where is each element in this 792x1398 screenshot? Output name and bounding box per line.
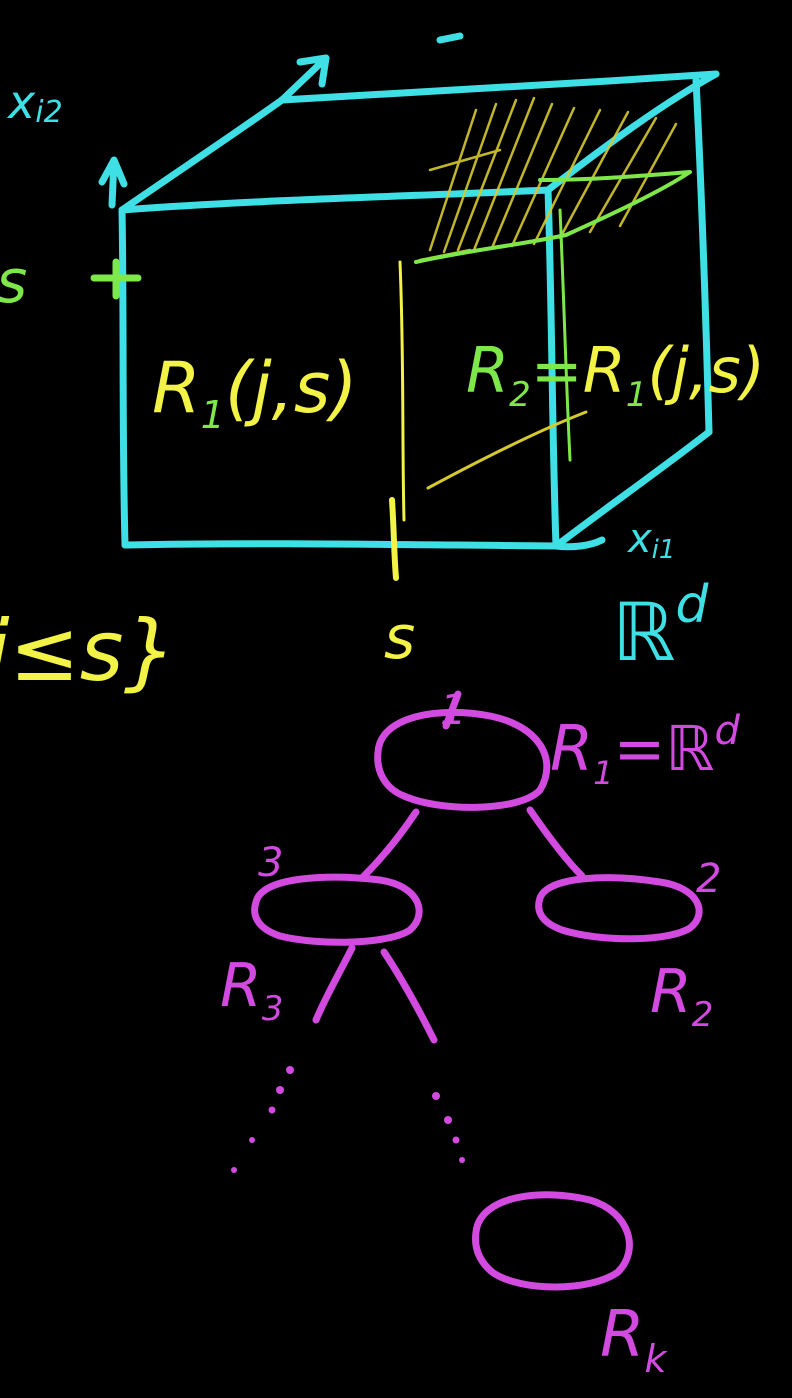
leaf-node — [472, 1191, 633, 1291]
split-line-bottom-tick — [389, 497, 399, 581]
axis-x1-label: xi1 — [626, 516, 675, 565]
partition-tree — [251, 690, 703, 1291]
split-line-front — [398, 260, 406, 522]
root-number-stroke — [442, 690, 462, 730]
left-split-label: s — [0, 247, 27, 317]
edge-root-right — [526, 806, 586, 880]
edge-root-left — [358, 808, 420, 882]
right-child-node — [535, 874, 703, 943]
left-child-label: R3 — [220, 951, 283, 1029]
split-plane-vertical — [558, 208, 572, 462]
split-plane-top — [414, 170, 692, 264]
axis-x2-label: xi2 — [6, 75, 63, 130]
root-label: R1=ℝd — [550, 708, 741, 792]
box-bottom-right-edge — [552, 428, 713, 550]
axis-depth-arrow — [278, 54, 330, 104]
box-front-bottom-edge — [121, 540, 564, 550]
bottom-split-label: s — [384, 603, 415, 673]
axis-x1-tick — [552, 536, 606, 551]
right-region-label: R2=R1(j,s) — [466, 334, 765, 415]
split-diagonal — [426, 410, 588, 490]
root-node — [374, 708, 551, 811]
right-child-number: 2 — [696, 856, 721, 902]
root-number: 1 — [440, 685, 467, 734]
box-back-right-edge — [692, 76, 713, 436]
edge-left-down-left — [312, 944, 356, 1024]
edge-left-down-right — [380, 948, 438, 1044]
right-child-label: R2 — [650, 957, 713, 1035]
box-top-left-edge — [118, 96, 286, 214]
left-region-label: R1(j,s) — [152, 347, 358, 437]
box-front-left-edge — [118, 206, 129, 549]
box-back-top-edge — [278, 70, 720, 104]
set-fragment: j≤s} — [0, 602, 177, 700]
top-mark — [436, 32, 464, 44]
split-plane — [90, 170, 692, 581]
left-child-node — [251, 873, 423, 946]
left-child-number: 3 — [258, 840, 283, 886]
space-label: ℝd — [612, 575, 709, 679]
feature-space-box — [98, 32, 720, 551]
leaf-label: Rk — [600, 1298, 668, 1381]
left-split-tick — [90, 258, 142, 300]
tree-continuation-dots — [231, 1066, 465, 1173]
box-front-top-edge — [118, 186, 552, 214]
axis-x2-arrow — [98, 156, 128, 209]
